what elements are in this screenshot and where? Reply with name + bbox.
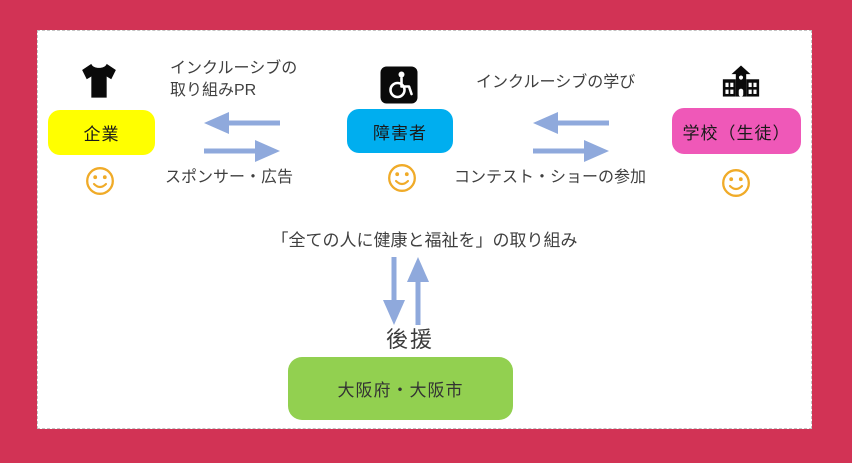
tshirt-icon	[76, 56, 122, 104]
government-label: 大阪府・大阪市	[337, 381, 464, 400]
double-arrow-vertical-icon	[380, 255, 432, 327]
initiative-text: 「全ての人に健康と福祉を」の取り組み	[271, 231, 578, 250]
relation-top-line1: インクルーシブの	[170, 60, 298, 77]
double-arrow-horizontal-icon	[531, 110, 611, 164]
actor-label-company: 企業	[83, 125, 120, 144]
relation-disabled-school-bottom: コンテスト・ショーの参加	[454, 169, 647, 186]
government-box: 大阪府・大阪市	[288, 357, 513, 420]
actor-label-school: 学校（生徒）	[682, 123, 791, 143]
smiley-icon	[85, 166, 115, 196]
smiley-icon	[721, 168, 751, 198]
actor-box-disabled: 障害者	[347, 109, 453, 153]
support-label: 後援	[385, 327, 434, 352]
relation-company-disabled-bottom: スポンサー・広告	[165, 169, 294, 186]
actor-box-company: 企業	[48, 110, 155, 155]
smiley-icon	[387, 163, 417, 193]
wheelchair-icon	[380, 66, 418, 104]
relation-company-disabled-top: インクルーシブの 取り組みPR	[170, 58, 297, 102]
actor-label-disabled: 障害者	[373, 123, 427, 143]
relation-disabled-school-top: インクルーシブの学び	[476, 74, 636, 91]
double-arrow-horizontal-icon	[202, 110, 282, 164]
school-icon	[722, 64, 760, 98]
relation-top-line2: 取り組みPR	[170, 82, 257, 99]
actor-box-school: 学校（生徒）	[672, 108, 801, 154]
